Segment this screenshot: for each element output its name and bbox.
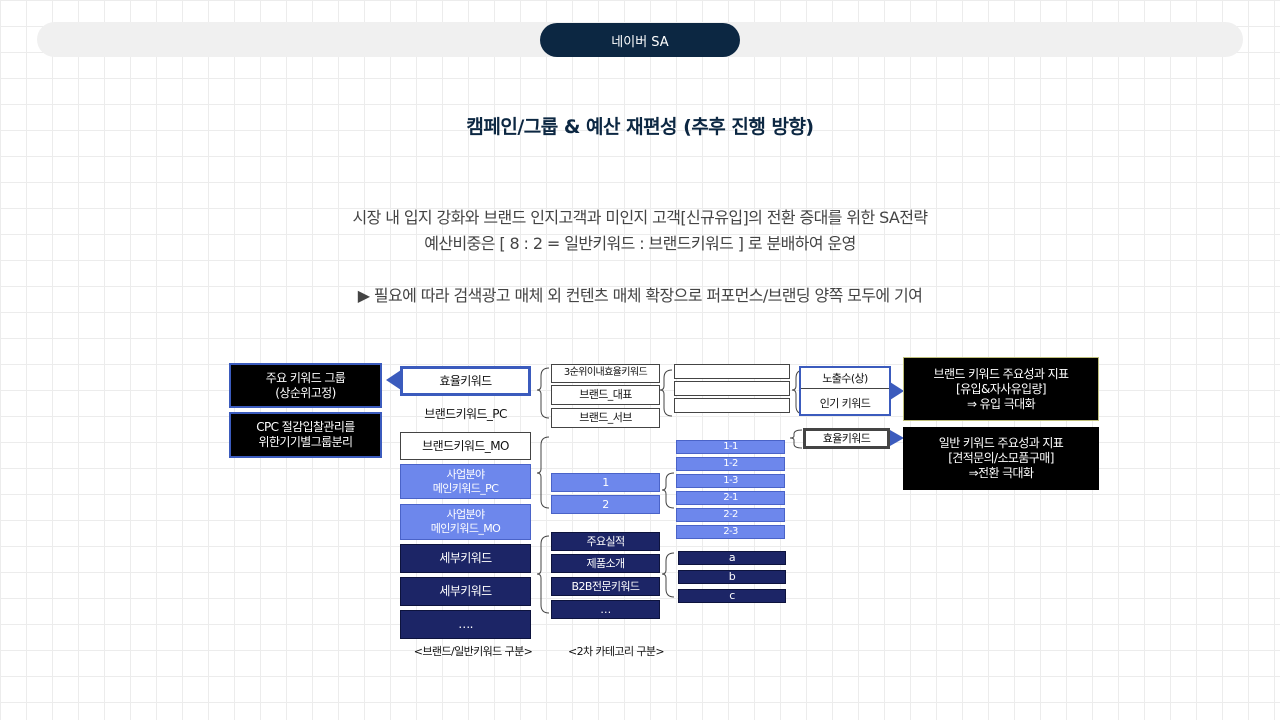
brace-mid-right	[661, 472, 675, 509]
col2-product-intro[interactable]: 제품소개	[551, 554, 660, 573]
result-brand-kpi: 브랜드 키워드 주요성과 지표 [유입&자사유입량] ⇒ 유입 극대화	[903, 357, 1099, 421]
col1-biz-main-mo-text: 사업분야 메인키워드_MO	[430, 508, 501, 535]
arrow-right-general	[890, 430, 904, 446]
col3-blank-2[interactable]	[674, 381, 790, 396]
note-cpc-device-split: CPC 절감입찰관리를 위한기기별그룹분리	[229, 412, 382, 458]
arrow-right-brand	[890, 382, 904, 400]
col3-blank-1[interactable]	[674, 364, 790, 379]
col1-efficiency-keyword[interactable]: 효율키워드	[400, 366, 531, 396]
col2-brand-main[interactable]: 브랜드_대표	[551, 385, 660, 405]
col3-c[interactable]: c	[678, 589, 786, 603]
col4-efficiency-keyword[interactable]: 효율키워드	[803, 428, 890, 449]
col1-biz-main-pc[interactable]: 사업분야 메인키워드_PC	[400, 464, 531, 499]
col2-caption: <2차 카테고리 구분>	[567, 645, 665, 658]
result-general-kpi-text: 일반 키워드 주요성과 지표 [견적문의/소모품구매] ⇒전환 극대화	[938, 436, 1064, 480]
result-brand-kpi-text: 브랜드 키워드 주요성과 지표 [유입&자사유입량] ⇒ 유입 극대화	[933, 366, 1070, 411]
col2-top3-efficiency[interactable]: 3순위이내효율키워드	[551, 364, 660, 383]
brace-top-right	[659, 369, 673, 417]
col3-sub-2-2[interactable]: 2-2	[676, 508, 785, 522]
brace-bottom-right	[661, 552, 675, 598]
col2-b2b-keyword[interactable]: B2B전문키워드	[551, 577, 660, 596]
col1-caption: <브랜드/일반키워드 구분>	[413, 645, 533, 658]
col2-more[interactable]: …	[551, 600, 660, 619]
col1-detail-keyword-2[interactable]: 세부키워드	[400, 577, 531, 606]
col3-sub-1-1[interactable]: 1-1	[676, 440, 785, 454]
brace-top-left	[536, 367, 550, 419]
description-line-3: ▶ 필요에 따라 검색광고 매체 외 컨텐츠 매체 확장으로 퍼포먼스/브랜딩 …	[357, 286, 923, 305]
col1-biz-main-mo[interactable]: 사업분야 메인키워드_MO	[400, 504, 531, 540]
note-key-keyword-group-text: 주요 키워드 그룹 (상순위고정)	[265, 370, 346, 400]
description-line-2: 예산비중은 [ 8 : 2 = 일반키워드 : 브랜드키워드 ] 로 분배하여 …	[424, 234, 856, 253]
col2-category-1[interactable]: 1	[551, 473, 660, 492]
col1-biz-main-pc-text: 사업분야 메인키워드_PC	[432, 467, 499, 495]
section-pill[interactable]: 네이버 SA	[540, 23, 740, 57]
col3-sub-2-3[interactable]: 2-3	[676, 525, 785, 539]
note-cpc-device-split-text: CPC 절감입찰관리를 위한기기별그룹분리	[256, 420, 355, 449]
col1-more[interactable]: ….	[400, 610, 531, 639]
col1-detail-keyword-1[interactable]: 세부키워드	[400, 544, 531, 573]
brace-mid-left	[536, 436, 550, 509]
col2-brand-sub[interactable]: 브랜드_서브	[551, 408, 660, 428]
arrow-left	[386, 370, 401, 390]
description-line-1: 시장 내 입지 강화와 브랜드 인지고객과 미인지 고객[신규유입]의 전환 증…	[352, 208, 928, 227]
brace-bottom-left	[536, 535, 550, 614]
note-key-keyword-group: 주요 키워드 그룹 (상순위고정)	[229, 363, 382, 408]
result-general-kpi: 일반 키워드 주요성과 지표 [견적문의/소모품구매] ⇒전환 극대화	[903, 427, 1099, 490]
col3-blank-3[interactable]	[674, 398, 790, 413]
col1-brand-pc: 브랜드키워드_PC	[424, 406, 507, 421]
col1-brand-mo[interactable]: 브랜드키워드_MO	[400, 432, 531, 460]
col4-exposure-high[interactable]: 노출수(상)	[801, 368, 889, 389]
col3-sub-2-1[interactable]: 2-1	[676, 491, 785, 505]
brace-mid-far	[789, 429, 803, 449]
col3-sub-1-3[interactable]: 1-3	[676, 474, 785, 488]
col4-group-frame	[799, 366, 891, 416]
col2-main-performance[interactable]: 주요실적	[551, 532, 660, 551]
brace-top-far	[791, 369, 805, 415]
col3-a[interactable]: a	[678, 551, 786, 565]
col4-popular-keyword[interactable]: 인기 키워드	[819, 397, 871, 410]
col3-b[interactable]: b	[678, 570, 786, 584]
col3-sub-1-2[interactable]: 1-2	[676, 457, 785, 471]
page-title: 캠페인/그룹 & 예산 재편성 (추후 진행 방향)	[466, 116, 814, 138]
col2-category-2[interactable]: 2	[551, 495, 660, 514]
